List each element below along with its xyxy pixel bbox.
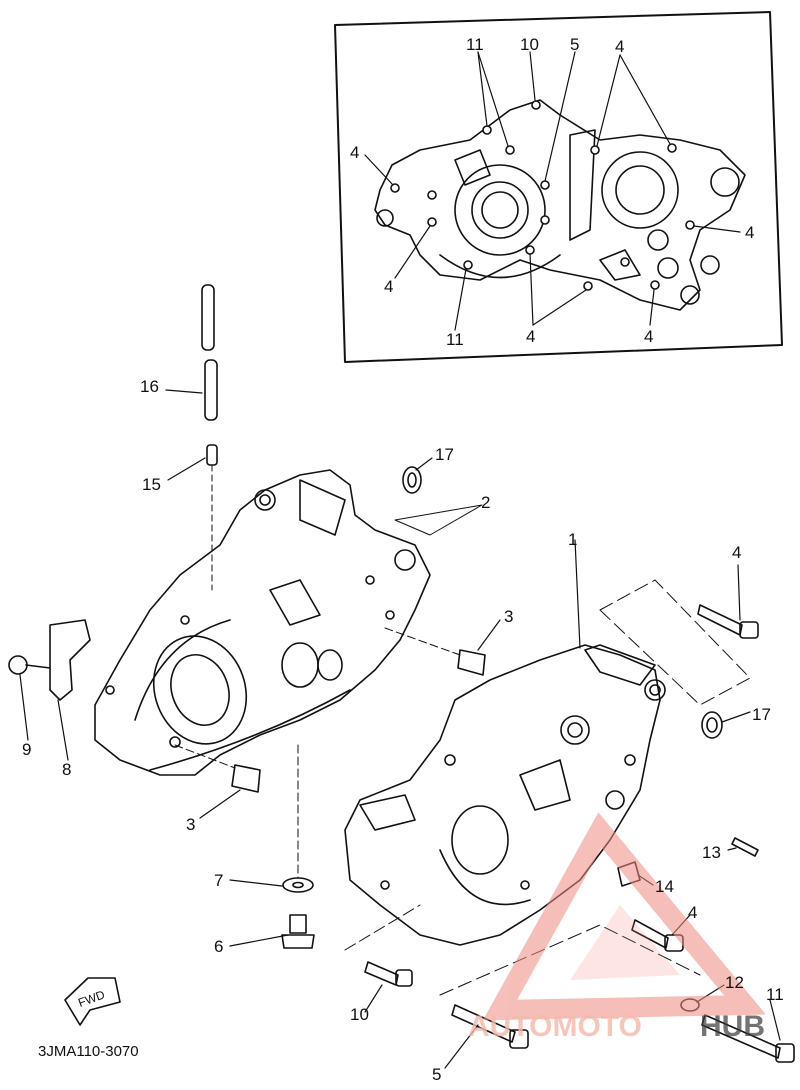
inset-callout-11-top: 11 <box>466 35 484 54</box>
drawing-code: 3JMA110-3070 <box>38 1043 139 1060</box>
callout-16: 16 <box>140 377 159 396</box>
callout-9: 9 <box>22 740 31 759</box>
inset-callout-4-right: 4 <box>745 223 754 242</box>
dowel-pin-16 <box>201 284 218 421</box>
callout-11: 11 <box>766 985 784 1004</box>
washer-7 <box>282 744 314 893</box>
callout-2: 2 <box>481 493 490 512</box>
callout-3-left: 3 <box>186 815 195 834</box>
bolt-4-top <box>599 579 759 706</box>
inset-callout-5: 5 <box>570 35 579 54</box>
inset-callout-4-bottom-right: 4 <box>644 327 653 346</box>
dowel-3-left <box>174 744 261 793</box>
watermark-text-part2: HUB <box>700 1010 765 1043</box>
inset-bolt-holes <box>390 100 695 291</box>
inset-leader-lines <box>364 51 741 331</box>
inset-crankcase-drawing <box>374 99 746 311</box>
inset-callout-4-lowleft: 4 <box>384 277 393 296</box>
inset-callout-4-left: 4 <box>350 143 359 162</box>
callout-14: 14 <box>655 877 674 896</box>
dowel-3-right <box>384 627 486 676</box>
callout-12: 12 <box>725 973 744 992</box>
callout-5: 5 <box>432 1065 441 1084</box>
stud-13 <box>731 837 759 857</box>
callout-4-mid: 4 <box>688 903 697 922</box>
callout-10: 10 <box>350 1005 369 1024</box>
inset-frame <box>334 11 783 363</box>
callout-17-top: 17 <box>435 445 454 464</box>
watermark-logo <box>482 812 766 1021</box>
callout-13: 13 <box>702 843 721 862</box>
crankcase-right-half <box>344 644 666 946</box>
callout-17-right: 17 <box>752 705 771 724</box>
inset-callout-10: 10 <box>520 35 539 54</box>
oil-seal-17-top <box>402 466 422 494</box>
drain-bolt-6 <box>281 914 315 949</box>
fwd-label: FWD <box>76 987 107 1010</box>
oil-seal-17-right <box>701 711 723 739</box>
bracket-8 <box>49 619 91 701</box>
crankcase-left-half <box>94 469 431 776</box>
callout-15: 15 <box>142 475 161 494</box>
callout-4-top: 4 <box>732 543 741 562</box>
callout-3-right: 3 <box>504 607 513 626</box>
pin-15 <box>206 444 218 591</box>
bolt-5 <box>439 924 701 1049</box>
screw-9 <box>8 655 51 675</box>
fwd-arrow <box>64 977 121 1026</box>
inset-callout-4-top: 4 <box>615 37 624 56</box>
bolt-11 <box>701 1014 795 1063</box>
callout-7: 7 <box>214 871 223 890</box>
bolt-10 <box>344 904 421 987</box>
callout-1: 1 <box>568 530 577 549</box>
inset-callout-4-bottom-mid: 4 <box>526 327 535 346</box>
watermark-text-part1: AUTOMOTO <box>468 1010 642 1043</box>
callout-6: 6 <box>214 937 223 956</box>
inset-callout-11-bottom: 11 <box>446 330 464 349</box>
callout-8: 8 <box>62 760 71 779</box>
